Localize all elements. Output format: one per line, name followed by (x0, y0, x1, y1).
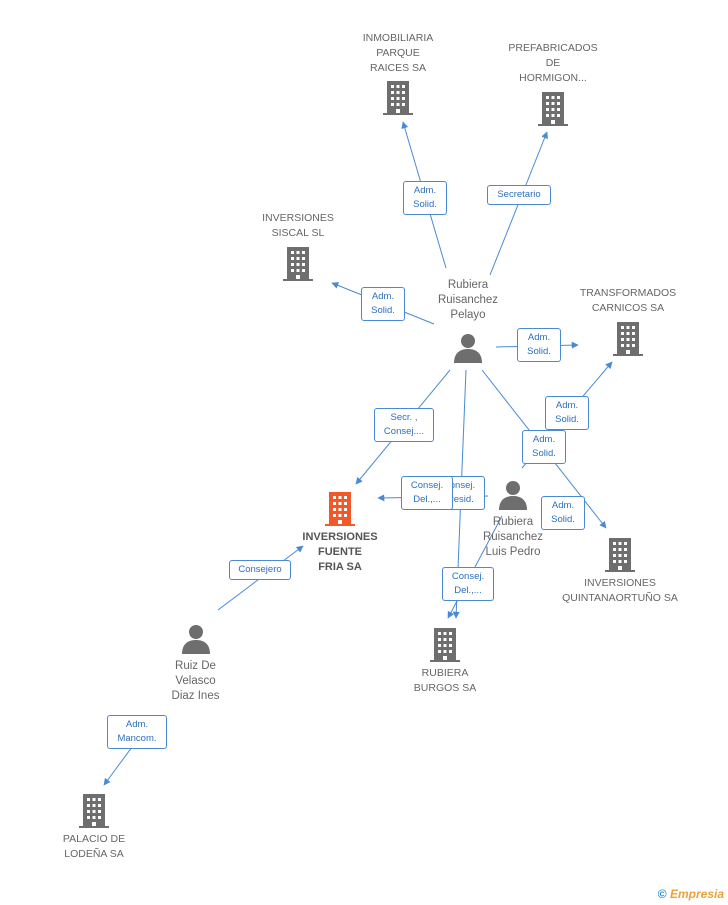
building-icon (613, 322, 643, 356)
company-node-fuente-fria[interactable]: INVERSIONES FUENTE FRIA SA (285, 492, 395, 575)
company-node-palacio[interactable]: PALACIO DE LODEÑA SA (49, 794, 139, 862)
edge-label-ines-palacio[interactable]: Adm. Mancom. (107, 715, 167, 749)
brand-logo: Empresia (669, 887, 724, 901)
company-label: TRANSFORMADOS CARNICOS SA (579, 287, 677, 314)
person-node-pelayo[interactable]: Rubiera Ruisanchez Pelayo (418, 278, 518, 363)
company-label: INVERSIONES QUINTANAORTUÑO SA (562, 577, 678, 604)
company-label: PALACIO DE LODEÑA SA (62, 833, 126, 860)
building-icon (79, 794, 109, 828)
company-label: INVERSIONES FUENTE FRIA SA (302, 531, 378, 573)
edge-label-pelayo-siscal[interactable]: Adm. Solid. (361, 287, 405, 321)
edge-label-ines-fuente[interactable]: Consejero (229, 560, 291, 580)
person-icon (499, 481, 527, 510)
building-icon (283, 247, 313, 281)
company-label: RUBIERA BURGOS SA (413, 667, 477, 694)
company-label: PREFABRICADOS DE HORMIGON... (508, 42, 598, 84)
edge-label-pelayo-transformados[interactable]: Adm. Solid. (517, 328, 561, 362)
person-icon (181, 625, 210, 654)
company-node-quintanaortuno[interactable]: INVERSIONES QUINTANAORTUÑO SA (555, 538, 685, 606)
person-label: Rubiera Ruisanchez Luis Pedro (482, 516, 544, 558)
edge-label-luis-quintana[interactable]: Adm. Solid. (541, 496, 585, 530)
building-icon (430, 628, 460, 662)
edge-label-luis-fuente[interactable]: Consej. Del.,... (401, 476, 453, 510)
person-node-ines[interactable]: Ruiz De Velasco Diaz Ines (148, 624, 243, 704)
edge-label-pelayo-quintana[interactable]: Adm. Solid. (522, 430, 566, 464)
building-icon (383, 81, 413, 115)
company-node-siscal[interactable]: INVERSIONES SISCAL SL (243, 211, 353, 281)
building-icon (605, 538, 635, 572)
person-node-luis-pedro[interactable]: Rubiera Ruisanchez Luis Pedro (463, 480, 563, 560)
building-icon (325, 492, 355, 526)
copyright-symbol: © (657, 887, 667, 901)
person-label: Ruiz De Velasco Diaz Ines (171, 660, 220, 702)
edge-label-pelayo-prefabricados[interactable]: Secretario (487, 185, 551, 205)
edge-label-pelayo-inmobiliaria[interactable]: Adm. Solid. (403, 181, 447, 215)
company-node-prefabricados[interactable]: PREFABRICADOS DE HORMIGON... (498, 41, 608, 126)
person-label: Rubiera Ruisanchez Pelayo (437, 279, 499, 321)
building-icon (538, 92, 568, 126)
edge-label-pelayo-burgos[interactable]: Consej. Del.,... (442, 567, 494, 601)
watermark: © Empresia (658, 887, 724, 901)
company-label: INMOBILIARIA PARQUE RAICES SA (362, 32, 434, 74)
edge-label-luis-transformados[interactable]: Adm. Solid. (545, 396, 589, 430)
edge-label-pelayo-fuente[interactable]: Secr. , Consej.... (374, 408, 434, 442)
company-node-rubiera-burgos[interactable]: RUBIERA BURGOS SA (400, 628, 490, 696)
person-icon (454, 334, 482, 363)
company-node-inmobiliaria[interactable]: INMOBILIARIA PARQUE RAICES SA (343, 31, 453, 115)
company-node-transformados[interactable]: TRANSFORMADOS CARNICOS SA (568, 286, 688, 356)
company-label: INVERSIONES SISCAL SL (262, 212, 334, 239)
